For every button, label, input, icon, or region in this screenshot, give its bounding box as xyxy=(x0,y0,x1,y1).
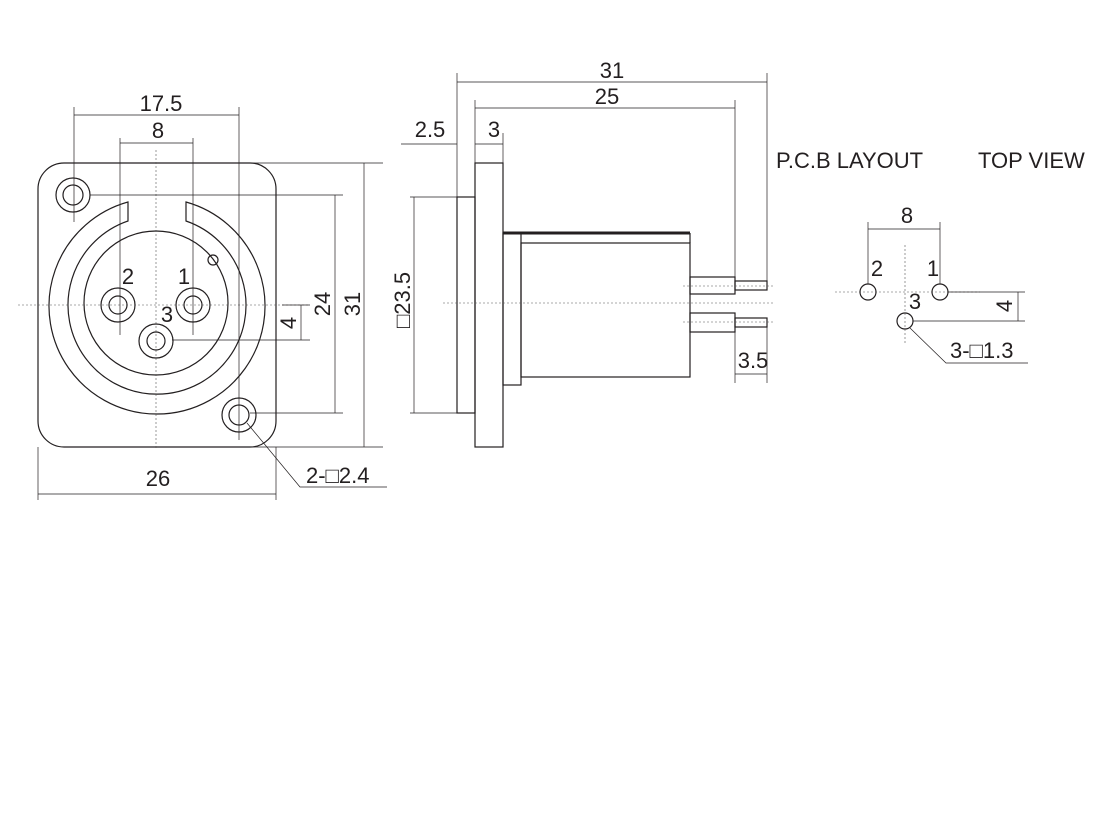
dim-flange: 3 xyxy=(488,117,500,142)
front-lip xyxy=(456,196,476,414)
body xyxy=(520,242,691,378)
pcb-layout-title: P.C.B LAYOUT xyxy=(776,148,923,173)
dim-height-holes: 24 xyxy=(310,292,335,316)
pin-tail xyxy=(734,317,768,328)
dim-mount-hole: 2-□2.4 xyxy=(306,463,369,488)
pcb-dim-pin-spacing: 8 xyxy=(901,203,913,228)
dim-pin-spacing: 8 xyxy=(152,118,164,143)
pcb-dim-pin-offset: 4 xyxy=(992,300,1017,312)
top-view-label: TOP VIEW xyxy=(978,148,1085,173)
flange xyxy=(474,162,504,448)
latch-ring xyxy=(48,201,266,415)
dim-pin-tail: 3.5 xyxy=(738,348,769,373)
dim-total-length: 31 xyxy=(600,58,624,83)
front-view: 17.5 8 26 24 31 4 2-□2.4 1 2 3 xyxy=(18,91,387,500)
dim-pin-offset: 4 xyxy=(276,317,301,329)
pin-label-3: 3 xyxy=(161,302,173,327)
pcb-pin-label-1: 1 xyxy=(927,256,939,281)
dim-height-total: 31 xyxy=(340,292,365,316)
dim-width: 26 xyxy=(146,466,170,491)
pcb-dim-hole: 3-□1.3 xyxy=(950,338,1013,363)
side-view: 31 25 2.5 3 □23.5 3.5 xyxy=(390,58,773,448)
pin-label-2: 2 xyxy=(122,264,134,289)
dim-lip-height: □23.5 xyxy=(390,272,415,328)
key-notch xyxy=(207,254,219,266)
pcb-layout: P.C.B LAYOUT TOP VIEW 8 4 3-□1.3 1 2 3 xyxy=(776,148,1085,364)
dim-hole-spacing: 17.5 xyxy=(140,91,183,116)
dim-body-length: 25 xyxy=(595,84,619,109)
pcb-pin-label-2: 2 xyxy=(871,256,883,281)
pcb-pin-label-3: 3 xyxy=(909,289,921,314)
mount-hole xyxy=(62,184,84,206)
pin-tail xyxy=(734,280,768,291)
mount-hole-outer xyxy=(55,177,91,213)
pin-label-1: 1 xyxy=(178,264,190,289)
dim-lip: 2.5 xyxy=(415,117,446,142)
